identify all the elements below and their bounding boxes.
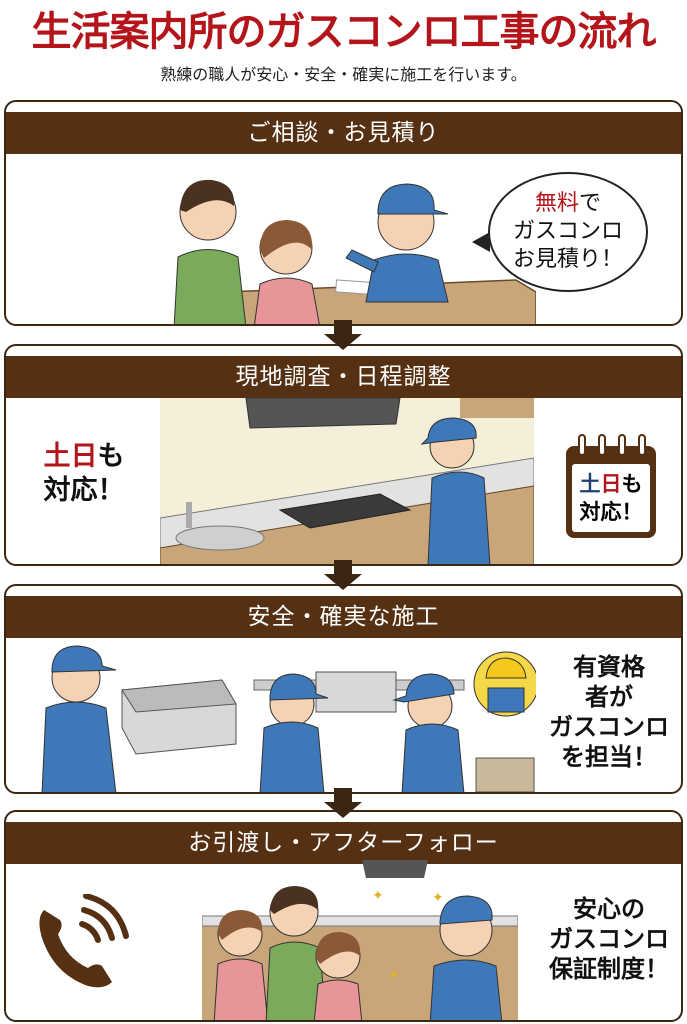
phone-ringing-icon <box>32 894 132 994</box>
step-site-survey: 現地調査・日程調整 土日も 対応！ <box>4 344 683 566</box>
svg-text:✦: ✦ <box>432 890 444 906</box>
technician-measuring-kitchen-icon <box>160 398 534 564</box>
page-subtitle: 熟練の職人が安心・安全・確実に施工を行います。 <box>160 65 527 84</box>
flow-arrow-icon <box>324 788 362 818</box>
step-title: ご相談・お見積り <box>6 112 681 154</box>
flow-arrow-icon <box>324 320 362 350</box>
couple-consulting-with-technician-icon <box>156 162 536 324</box>
family-with-technician-thumbs-up-icon: ✦ ✦ ✦ <box>202 860 518 1020</box>
step-title: 安全・確実な施工 <box>6 596 681 638</box>
step-body: ✦ ✦ ✦ 安心の ガスコンロ 保証制度！ <box>6 860 681 1020</box>
svg-text:✦: ✦ <box>372 888 384 904</box>
calendar-icon: 土日も 対応！ <box>566 434 656 538</box>
calendar-weekend-text: 土日も 対応！ <box>572 464 650 532</box>
step-installation: 安全・確実な施工 <box>4 584 683 794</box>
step-title: お引渡し・アフターフォロー <box>6 822 681 864</box>
step-body: 無料で ガスコンロ お見積り！ <box>6 154 681 324</box>
step-body: 土日も 対応！ 土日も <box>6 398 681 564</box>
qualified-staff-text: 有資格 者が ガスコンロ を担当！ <box>549 653 669 771</box>
warranty-text: 安心の ガスコンロ 保証制度！ <box>549 895 669 983</box>
callout-tail <box>472 232 490 252</box>
page-title: 生活案内所のガスコンロ工事の流れ <box>31 9 657 55</box>
svg-text:✦: ✦ <box>388 968 400 984</box>
weekend-support-text: 土日も 対応！ <box>43 441 125 506</box>
technicians-installing-stove-icon <box>26 608 536 792</box>
step-handover-aftercare: お引渡し・アフターフォロー <box>4 810 683 1022</box>
step-title: 現地調査・日程調整 <box>6 356 681 398</box>
step-consultation: ご相談・お見積り 無料 <box>4 100 683 326</box>
flow-arrow-icon <box>324 560 362 590</box>
free-estimate-callout: 無料で ガスコンロ お見積り！ <box>472 172 648 292</box>
step-body: 有資格 者が ガスコンロ を担当！ <box>6 638 681 792</box>
